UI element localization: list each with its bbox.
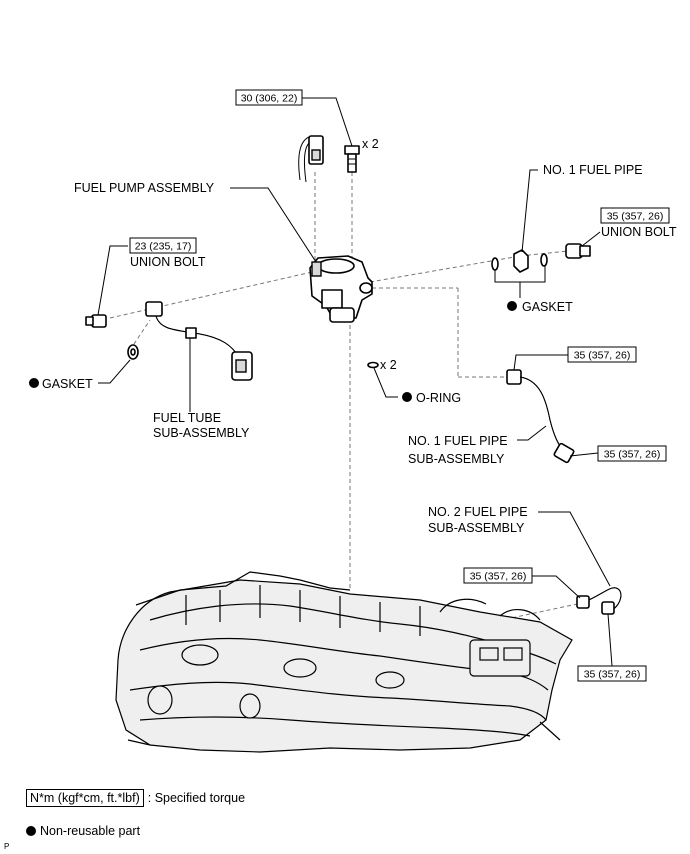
torque-callout-no2-pipe-right: 35 (357, 26) — [577, 665, 647, 682]
no2-fuel-pipe-sub-label-line2: SUB-ASSEMBLY — [428, 521, 525, 535]
no1-fuel-pipe-sub-label-line1: NO. 1 FUEL PIPE — [408, 434, 508, 448]
filled-circle-icon — [26, 826, 36, 836]
torque-legend-text: : Specified torque — [147, 791, 246, 805]
o-ring-label: O-RING — [416, 391, 461, 405]
union-bolt-right-label: UNION BOLT — [601, 225, 677, 239]
left-union-bolt — [85, 314, 107, 328]
torque-callout-union-bolt-left: 23 (235, 17) — [129, 237, 197, 254]
o-ring-part — [367, 361, 379, 369]
torque-legend-row: N*m (kgf*cm, ft.*lbf) : Specified torque — [26, 789, 245, 807]
nonreusable-legend: Non-reusable part — [26, 824, 140, 838]
fuel-tube-label-line2: SUB-ASSEMBLY — [153, 426, 250, 440]
no1-fuel-pipe-label: NO. 1 FUEL PIPE — [543, 163, 643, 177]
fuel-pump-assembly-label: FUEL PUMP ASSEMBLY — [74, 181, 215, 195]
page-mark: P — [4, 842, 10, 851]
filled-circle-icon — [507, 301, 517, 311]
torque-callout-no1-pipe-bottom: 35 (357, 26) — [597, 445, 667, 462]
engine-assembly-illustration — [115, 571, 573, 753]
no1-fuel-pipe-sub-assembly-part — [506, 369, 575, 464]
torque-unit-box: N*m (kgf*cm, ft.*lbf) — [26, 789, 144, 807]
torque-value-no2-pipe-left: 35 (357, 26) — [470, 571, 527, 583]
no1-fuel-pipe-sub-label-line2: SUB-ASSEMBLY — [408, 452, 505, 466]
torque-value-top: 30 (306, 22) — [241, 93, 298, 105]
no1-fuel-pipe-fitting — [491, 243, 591, 273]
torque-value-no1-pipe-top: 35 (357, 26) — [574, 350, 631, 362]
filled-circle-icon — [29, 378, 39, 388]
torque-value-union-bolt-left: 23 (235, 17) — [135, 241, 192, 253]
union-bolt-left-label: UNION BOLT — [130, 255, 206, 269]
wire-harness-connector — [298, 135, 324, 183]
fuel-pump-body — [309, 255, 373, 323]
gasket-right-label: GASKET — [522, 300, 573, 314]
gasket-left-label: GASKET — [42, 377, 93, 391]
fuel-tube-label-line1: FUEL TUBE — [153, 411, 221, 425]
fuel-tube-part — [145, 301, 253, 381]
no2-fuel-pipe-sub-assembly-part — [576, 587, 622, 615]
torque-legend: N*m (kgf*cm, ft.*lbf) : Specified torque — [26, 789, 245, 807]
torque-value-no1-pipe-bottom: 35 (357, 26) — [604, 449, 661, 461]
torque-value-no2-pipe-right: 35 (357, 26) — [584, 669, 641, 681]
o-ring-qty-label: x 2 — [380, 358, 397, 372]
nonreusable-legend-text: Non-reusable part — [40, 824, 141, 838]
left-gasket-part — [127, 344, 139, 360]
bolt-qty-label: x 2 — [362, 137, 379, 151]
torque-callout-no1-pipe-top: 35 (357, 26) — [567, 346, 637, 363]
torque-callout-no2-pipe-left: 35 (357, 26) — [463, 567, 533, 584]
torque-callout-top: 30 (306, 22) — [235, 89, 303, 106]
no2-fuel-pipe-sub-label-line1: NO. 2 FUEL PIPE — [428, 505, 528, 519]
torque-callout-union-bolt-right: 35 (357, 26) — [600, 207, 670, 224]
filled-circle-icon — [402, 392, 412, 402]
torque-value-union-bolt-right: 35 (357, 26) — [607, 211, 664, 223]
pump-mounting-bolt — [344, 145, 360, 173]
leader-lines — [97, 97, 613, 667]
